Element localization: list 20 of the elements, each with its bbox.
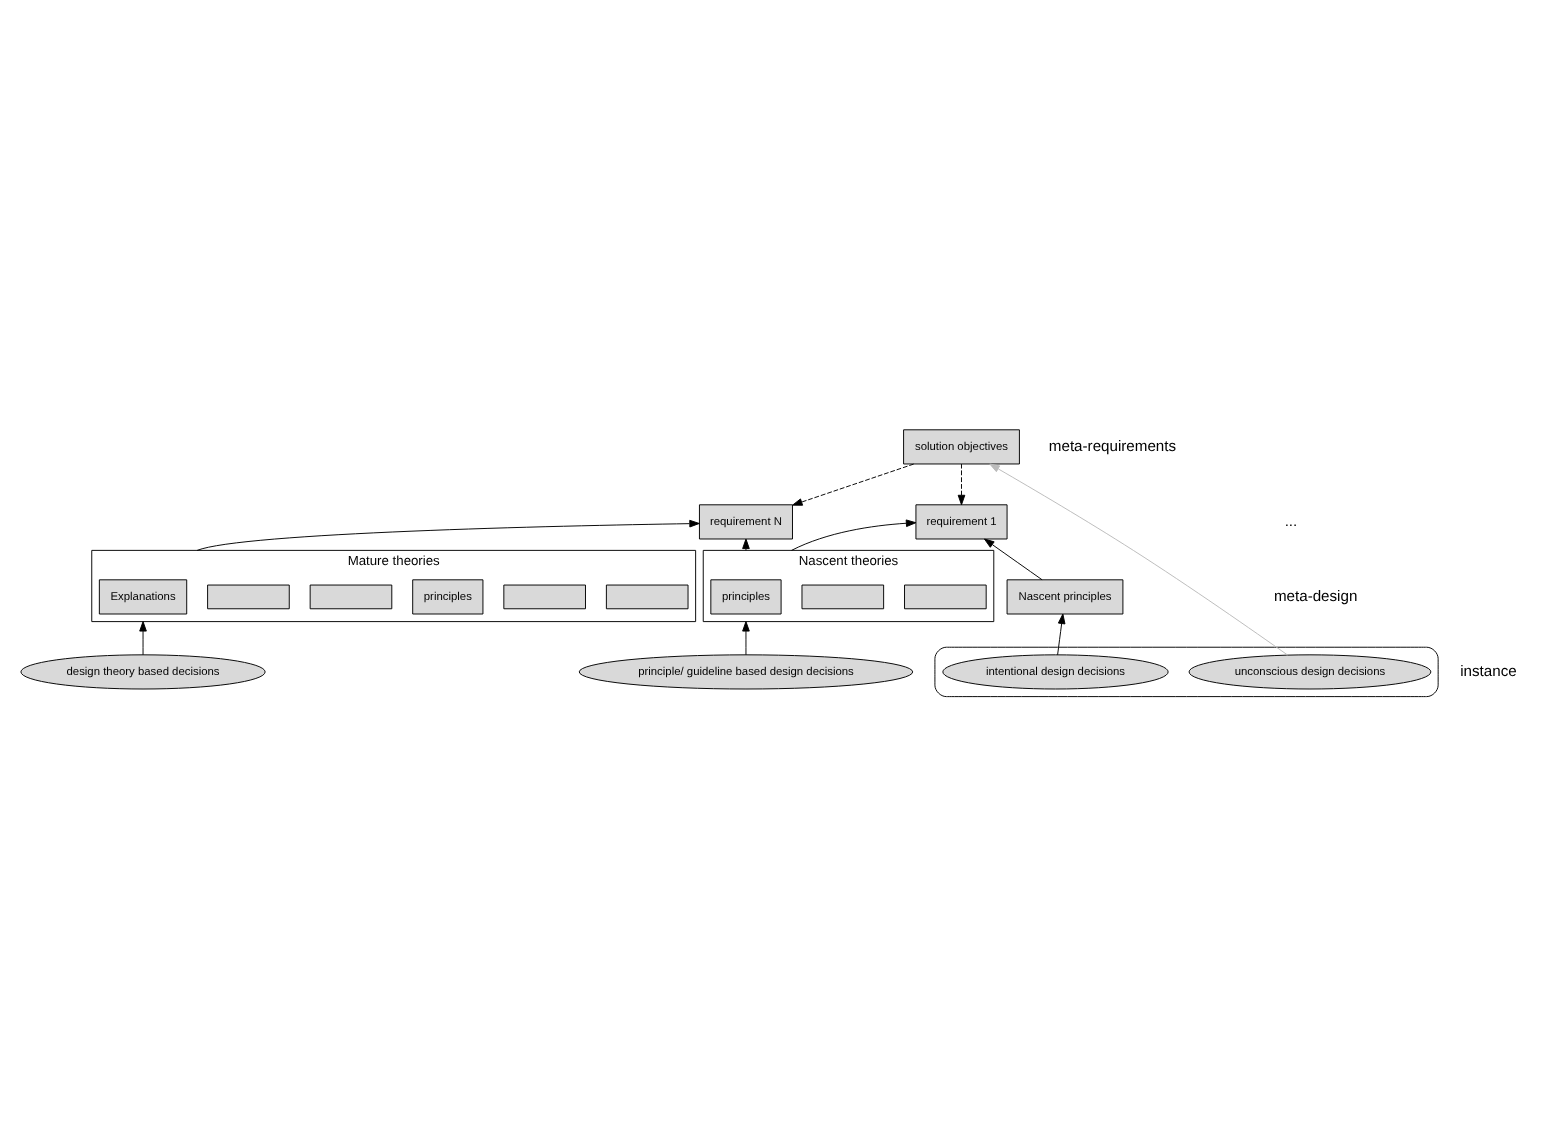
arrow [792,462,915,505]
arrow [1057,612,1066,655]
cluster [934,645,1439,697]
arrow [989,462,1289,655]
label: meta-requirements [1048,435,1177,454]
arrow [742,537,750,550]
arrow [957,462,966,505]
label: ... [1284,510,1298,529]
arrow [742,620,750,655]
label: meta-design [1273,585,1358,604]
label: instance [1460,660,1517,679]
node-box [309,583,393,609]
node-box [605,583,689,609]
node-box [207,583,290,609]
arrow [139,620,147,655]
arrow [196,518,700,550]
node-box [801,583,885,609]
node-box [503,583,586,609]
node-box [904,583,987,609]
arrow [984,537,1043,580]
